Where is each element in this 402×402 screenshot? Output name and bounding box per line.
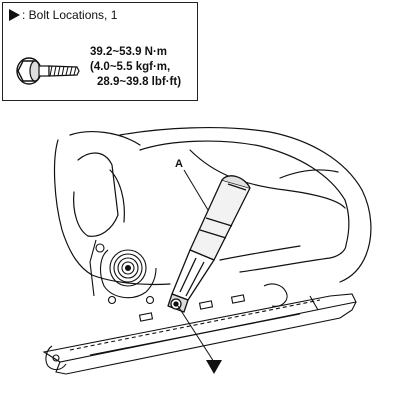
torque-kgfm: (4.0~5.5 kgf·m,: [90, 61, 171, 73]
seat-belt-buckle: [167, 175, 251, 313]
leader-lines: [177, 169, 215, 363]
torque-spec: 39.2~53.9 N·m (4.0~5.5 kgf·m, 28.9~39.8 …: [90, 45, 181, 90]
seat-rail: [42, 283, 357, 375]
torque-nm: 39.2~53.9 N·m: [90, 46, 168, 58]
part-label-a: A: [175, 158, 183, 170]
legend-box: : Bolt Locations, 1 39.2~53.9 N·m (4.0~5…: [2, 2, 198, 101]
triangle-marker-icon: [206, 360, 222, 374]
legend-title-text: : Bolt Locations, 1: [22, 8, 118, 22]
bolt-icon: [16, 57, 80, 85]
legend-title: : Bolt Locations, 1: [9, 8, 117, 22]
bolt-location-marker-icon: [9, 9, 20, 21]
torque-lbfft: 28.9~39.8 lbf·ft): [97, 76, 182, 88]
recliner-mechanism: [89, 239, 157, 305]
